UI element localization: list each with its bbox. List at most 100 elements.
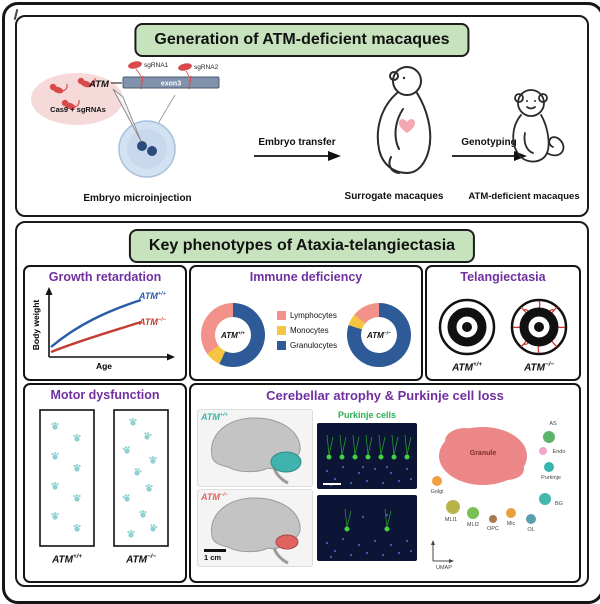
cluster-mli2: MLI2 xyxy=(467,507,479,528)
gene-symbol: ATM xyxy=(126,554,147,566)
growth-xlabel: Age xyxy=(96,361,112,371)
ko-purkinje-micrograph xyxy=(317,495,417,561)
sgrna2-label: sgRNA2 xyxy=(194,64,219,71)
scale-bar-label: 1 cm xyxy=(204,553,222,562)
cluster-bg: BG xyxy=(539,493,563,507)
monocytes-swatch xyxy=(277,326,286,335)
atm-deficient-macaque-illustration xyxy=(512,89,565,163)
telangiectasia-panel: Telangiectasia xyxy=(425,265,581,381)
legend-item-granulocytes: Granulocytes xyxy=(277,341,337,350)
construct-connector-line xyxy=(155,94,176,128)
cluster-ol: OL xyxy=(526,514,536,533)
sgrna1-icon xyxy=(128,61,142,69)
cluster-granule-label: Granule xyxy=(470,450,497,457)
gene-symbol: ATM xyxy=(524,362,545,374)
wt-brain-mri: ATM+/+ xyxy=(197,409,313,487)
arrow-right-icon xyxy=(254,151,341,161)
macaque-head xyxy=(392,66,422,96)
allele-superscript: −/− xyxy=(219,492,228,498)
allele-superscript: −/− xyxy=(383,330,391,336)
umap-axis-label: UMAP xyxy=(436,565,452,571)
wt-cerebellum-highlight xyxy=(270,451,302,473)
immune-title: Immune deficiency xyxy=(249,270,363,284)
surrogate-macaque-illustration xyxy=(376,66,432,174)
wt-donut-label: ATM+/+ xyxy=(215,317,251,353)
embryo-microinjection-caption: Embryo microinjection xyxy=(83,193,192,204)
allele-superscript: +/+ xyxy=(472,361,482,368)
cluster-golgi-label: Golgi xyxy=(431,489,444,495)
panel-phenotypes: Key phenotypes of Ataxia-telangiectasia … xyxy=(15,221,589,587)
phenotypes-title: Key phenotypes of Ataxia-telangiectasia xyxy=(148,237,456,254)
microinjection-illustration xyxy=(31,73,176,178)
growth-wt-label: ATM+/+ xyxy=(139,291,166,301)
gene-symbol: ATM xyxy=(139,291,158,301)
cluster-granule: Granule xyxy=(439,427,527,485)
cluster-endo-label: Endo xyxy=(553,449,566,455)
cluster-ol-label: OL xyxy=(527,527,534,533)
cluster-mli2-label: MLI2 xyxy=(467,522,479,528)
sgrna1-label: sgRNA1 xyxy=(144,62,169,69)
allele-superscript: +/+ xyxy=(219,412,228,418)
ko-cerebellum-highlight xyxy=(275,534,299,550)
motor-wt-label: ATM+/+ xyxy=(39,553,95,565)
wt-brain-illustration xyxy=(211,417,302,485)
purkinje-cells-title: Purkinje cells xyxy=(337,410,397,420)
allele-superscript: +/+ xyxy=(237,330,245,336)
cluster-mli1-label: MLI1 xyxy=(445,517,457,523)
growth-retardation-panel: Growth retardation Body weight Age ATM+/… xyxy=(23,265,187,381)
gene-symbol: ATM xyxy=(452,362,473,374)
cluster-endo: Endo xyxy=(539,447,565,455)
ko-growth-curve xyxy=(50,320,142,354)
scale-bar: 1 cm xyxy=(204,549,226,562)
surrogate-caption: Surrogate macaques xyxy=(344,191,444,202)
cluster-as-label: AS xyxy=(549,421,557,427)
embryo-transfer-label: Embryo transfer xyxy=(258,137,336,148)
allele-superscript: +/+ xyxy=(157,291,166,297)
wt-growth-curve xyxy=(50,298,142,348)
gene-symbol: ATM xyxy=(221,330,238,340)
heart-icon xyxy=(399,119,415,133)
wt-purkinje-micrograph xyxy=(317,423,417,489)
motor-title: Motor dysfunction xyxy=(50,388,160,402)
umap-axes: UMAP xyxy=(431,540,454,571)
allele-superscript: +/+ xyxy=(72,553,82,560)
gene-symbol: ATM xyxy=(201,492,220,502)
telangiectasia-title: Telangiectasia xyxy=(460,270,546,284)
gene-symbol: ATM xyxy=(367,330,384,340)
exon3-label: exon3 xyxy=(161,81,181,88)
atm-deficient-caption: ATM-deficient macaques xyxy=(468,191,580,202)
embryo-transfer-step: Embryo transfer xyxy=(249,137,345,168)
ko-blood-donut-chart: ATM−/− xyxy=(347,303,411,367)
legend-item-lymphocytes: Lymphocytes xyxy=(277,311,337,320)
cluster-as: AS xyxy=(543,421,557,443)
cluster-opc-label: OPC xyxy=(487,526,499,532)
cluster-opc: OPC xyxy=(487,515,499,532)
umap-plot: Granule AS Endo Purkinje Golgi xyxy=(431,421,566,571)
gene-symbol: ATM xyxy=(201,412,220,422)
cluster-mic-label: Mic xyxy=(507,521,516,527)
genotyping-label: Genotyping xyxy=(461,137,517,148)
cerebellar-panel: Cerebellar atrophy & Purkinje cell loss … xyxy=(189,383,581,583)
ko-footprint-track xyxy=(113,409,169,547)
telangiectasia-eye-illustration xyxy=(510,298,568,356)
allele-superscript: −/− xyxy=(544,361,554,368)
brain-ko-label: ATM−/− xyxy=(201,492,228,502)
immune-legend: Lymphocytes Monocytes Granulocytes xyxy=(277,311,337,350)
cluster-purkinje: Purkinje xyxy=(541,462,561,481)
legend-item-monocytes: Monocytes xyxy=(277,326,337,335)
wt-blood-donut-chart: ATM+/+ xyxy=(201,303,265,367)
lymphocytes-label: Lymphocytes xyxy=(290,311,337,320)
ko-purkinje-cells xyxy=(326,508,412,558)
embryo-cell xyxy=(118,120,176,178)
growth-title: Growth retardation xyxy=(48,270,162,284)
scale-bar-line xyxy=(204,549,226,552)
cluster-mli1: MLI1 xyxy=(445,500,460,523)
embryo-microinjection-group: ATM exon3 sgRNA1 sgRNA2 Cas9 + sgRNAs Em… xyxy=(25,57,250,207)
telangiectasia-wt-label: ATM+/+ xyxy=(437,361,497,373)
allele-superscript: −/− xyxy=(146,553,156,560)
brain-wt-label: ATM+/+ xyxy=(201,412,228,422)
injection-needle-icon xyxy=(112,88,142,142)
cluster-bg-label: BG xyxy=(555,501,563,507)
ko-brain-mri: ATM−/− 1 cm xyxy=(197,489,313,567)
